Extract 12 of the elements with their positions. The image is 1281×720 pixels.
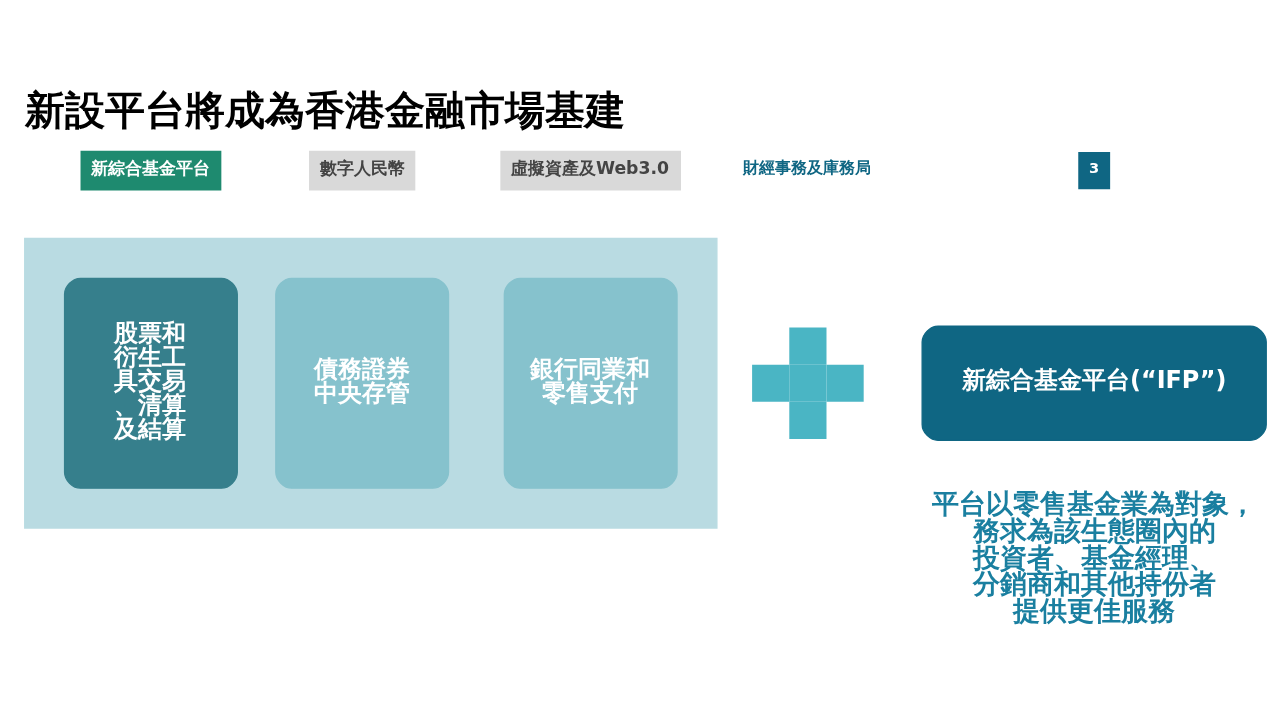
label: 平台以零售基金業為對象，務求為該生態圈內的投資者、基金經理、分銷商和其他持份者提供更佳服務 [932,488,1257,626]
node-box: 債務證券中央存管 [275,277,450,489]
label: 數字人民幣 [319,157,405,178]
label: 虛擬資產及Web3.0 [510,157,670,178]
label: 新綜合基金平台 [91,157,211,178]
cluster [24,237,718,529]
diagram-title: 新設平台將成為香港金融市場基建 [24,87,625,134]
label: 3 [1088,159,1100,177]
node-box: 新綜合基金平台(“IFP”) [921,325,1267,442]
node-box: 股票和衍生工具交易、清算及結算 [63,277,238,489]
node-box: 銀行同業和零售支付 [503,277,678,489]
label: 財經事務及庫務局 [743,158,872,178]
